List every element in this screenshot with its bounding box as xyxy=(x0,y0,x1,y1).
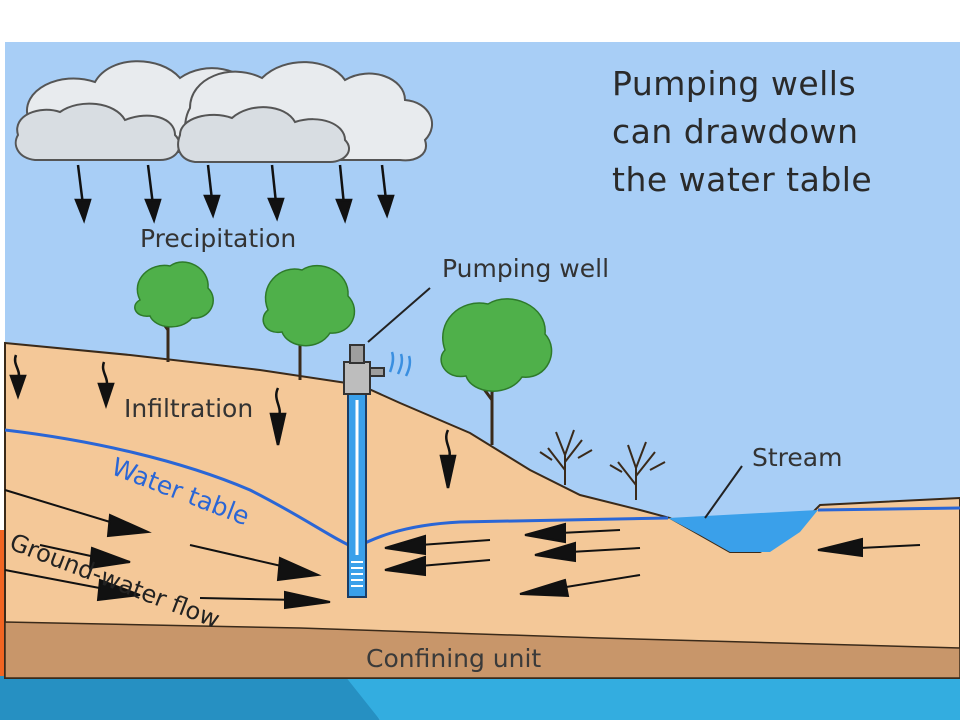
label-stream: Stream xyxy=(752,443,843,472)
tree-middle xyxy=(262,264,356,380)
stream-pointer xyxy=(704,465,743,519)
groundwater-flow-arrows xyxy=(4,489,921,610)
label-pumping-well: Pumping well xyxy=(442,254,610,283)
infiltration-arrows xyxy=(9,354,457,489)
title-line-2: can drawdown xyxy=(612,112,859,151)
confining-unit-layer xyxy=(4,621,960,679)
pumping-well-pointer xyxy=(367,287,431,343)
stream-water xyxy=(668,510,818,552)
label-precipitation: Precipitation xyxy=(140,224,297,253)
slide-accent-blue-dark xyxy=(0,676,380,720)
pump-body xyxy=(343,361,371,395)
label-confining-unit: Confining unit xyxy=(366,644,542,673)
title-line-3: the water table xyxy=(612,160,873,199)
pumping-well xyxy=(343,287,431,598)
bush-right xyxy=(609,441,666,500)
title-line-1: Pumping wells xyxy=(612,64,857,103)
slide-accent-blue xyxy=(345,676,960,720)
label-infiltration: Infiltration xyxy=(124,394,254,423)
bush-left xyxy=(539,429,593,485)
clouds xyxy=(14,60,434,163)
precipitation-arrows xyxy=(74,164,395,224)
pump-water-splash xyxy=(388,351,412,377)
tree-right xyxy=(440,298,553,445)
tree-left xyxy=(134,261,214,362)
